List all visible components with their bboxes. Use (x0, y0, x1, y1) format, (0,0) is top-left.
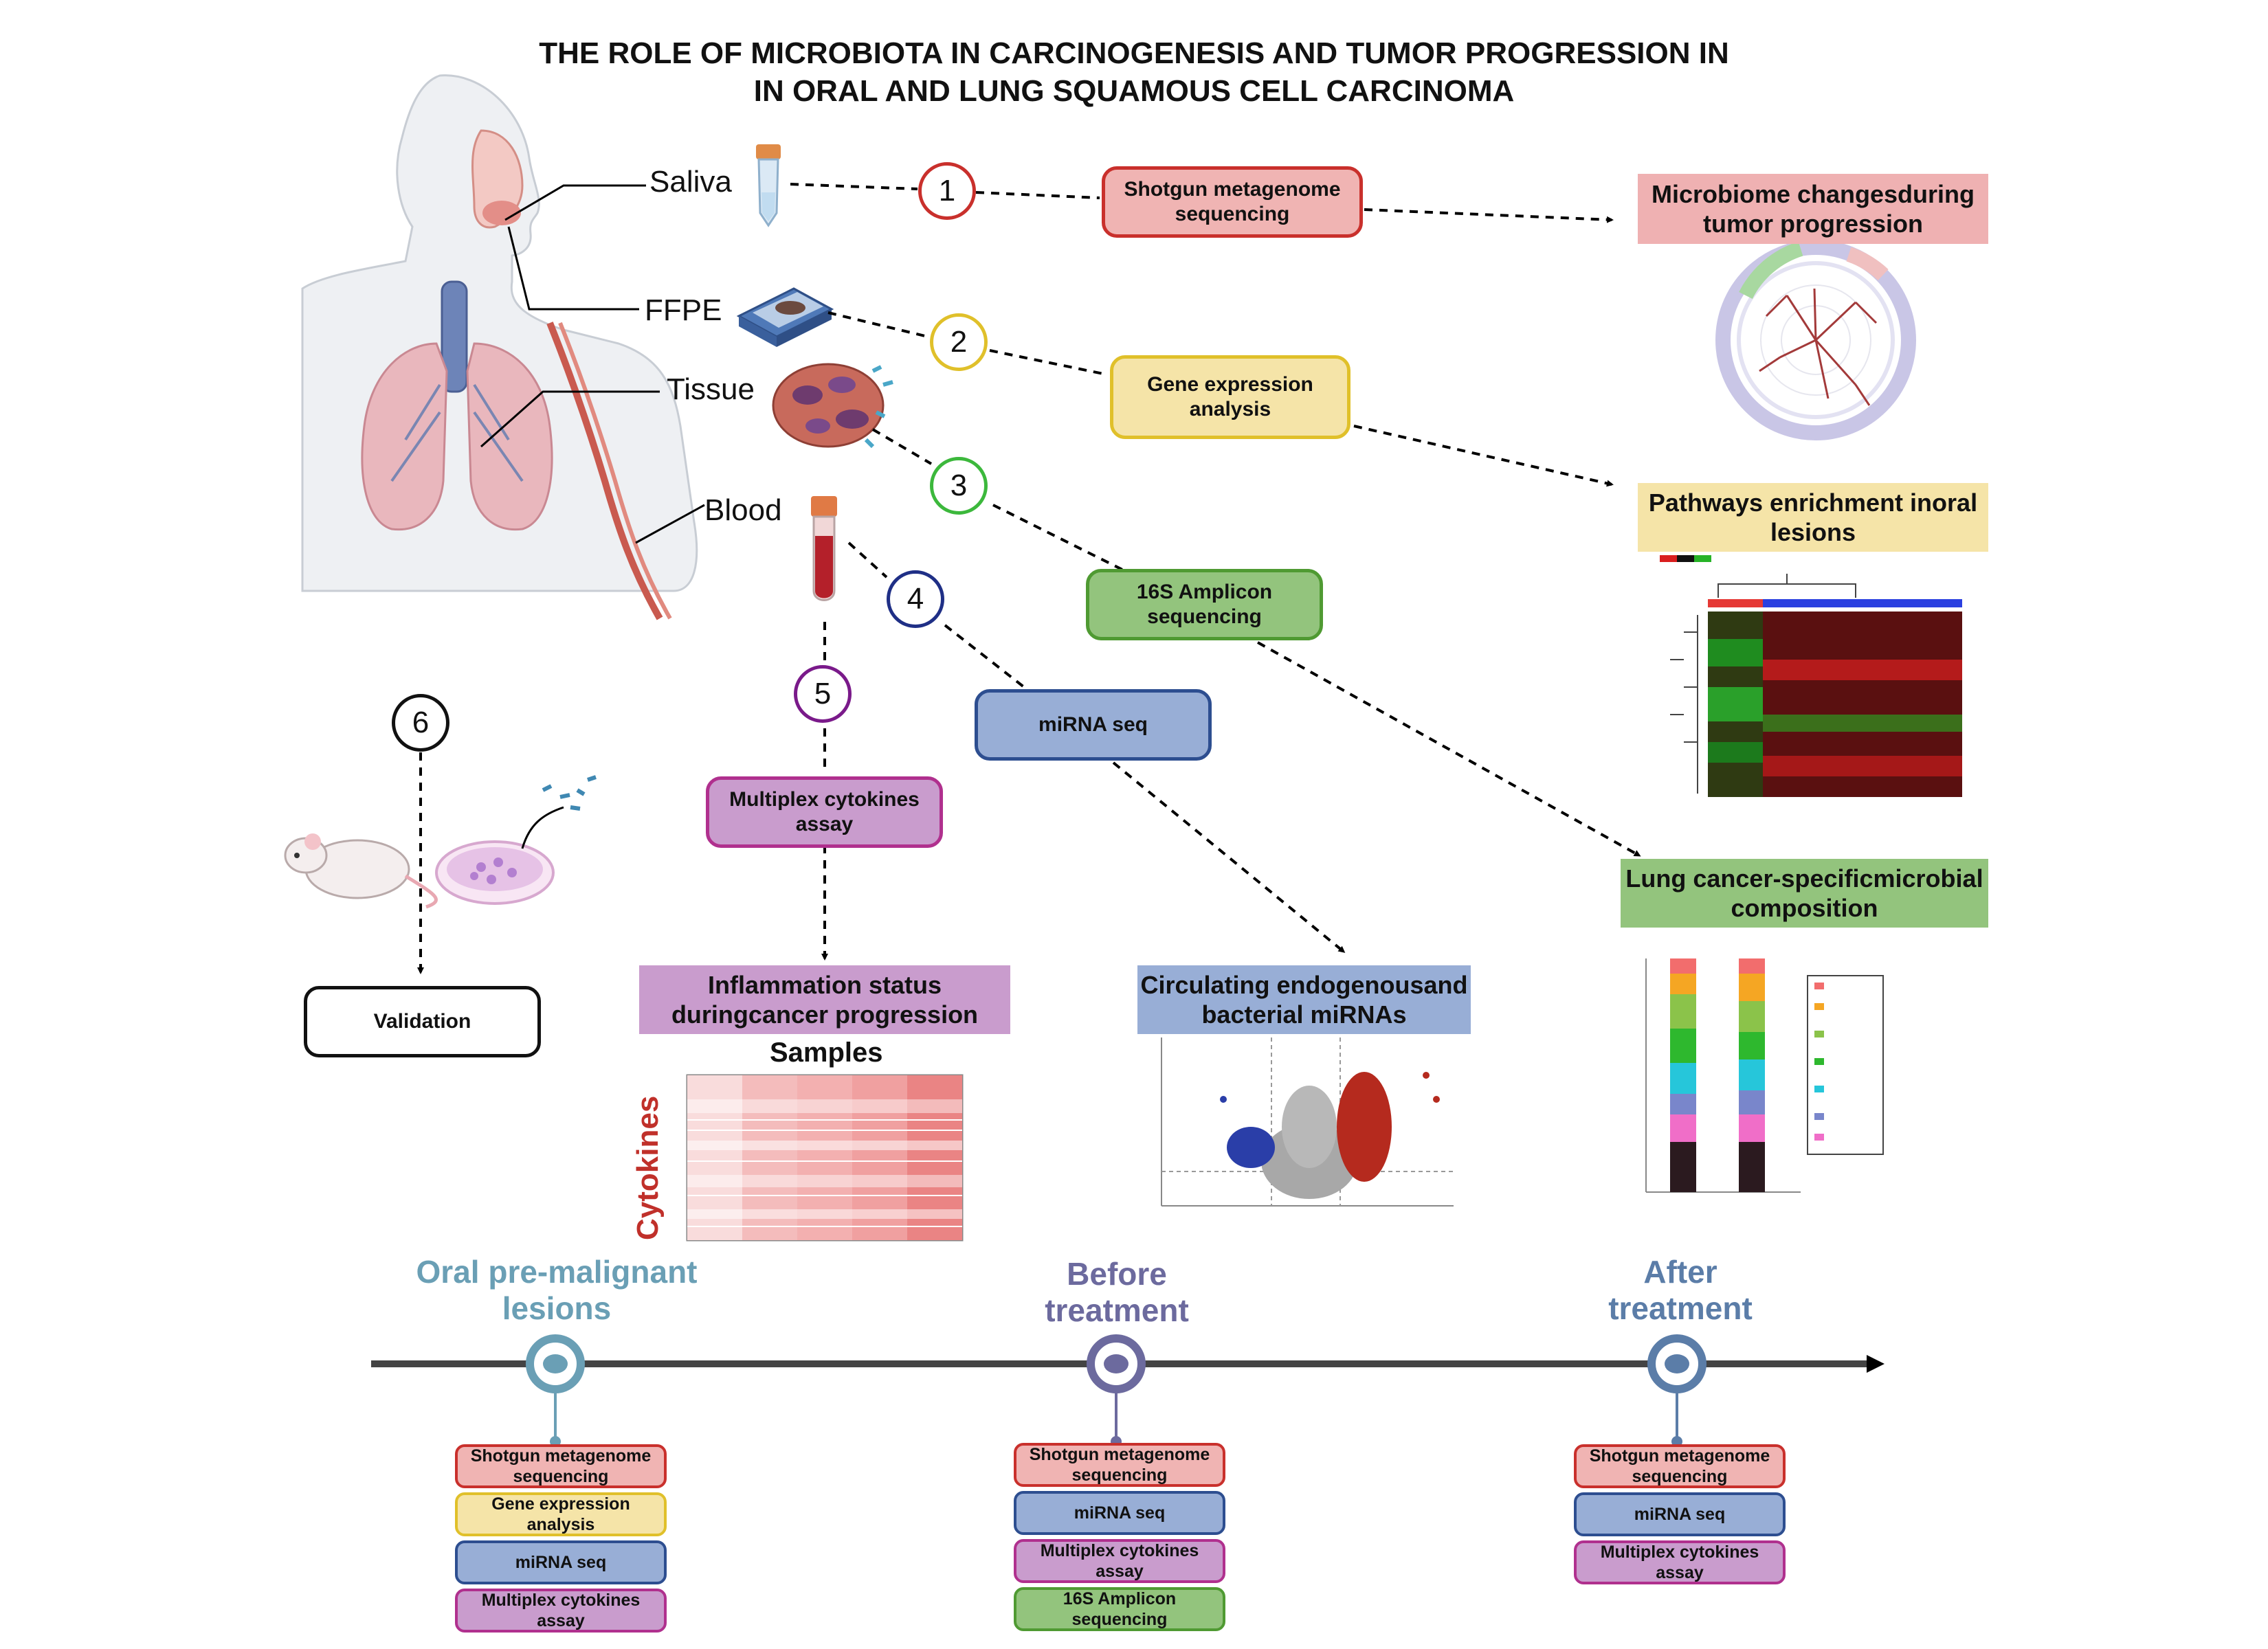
mouse-icon (284, 833, 438, 909)
title-line-1: THE ROLE OF MICROBIOTA IN CARCINOGENESIS… (539, 36, 1729, 70)
microbiome-changes-banner: Microbiome changesduring tumor progressi… (1638, 174, 1988, 244)
step-6: 6 (392, 694, 449, 752)
stage2-mirna-box: miRNA seq (1014, 1491, 1225, 1535)
tissue-cells-icon (772, 363, 893, 449)
sample-label-tissue: Tissue (667, 372, 755, 406)
title-line-2: IN ORAL AND LUNG SQUAMOUS CELL CARCINOMA (753, 74, 1515, 108)
stage3-mirna-box: miRNA seq (1574, 1492, 1786, 1536)
circulating-mirnas-banner: Circulating endogenousand bacterial miRN… (1137, 965, 1471, 1034)
saliva-tube-icon (756, 144, 781, 227)
diagram-title: THE ROLE OF MICROBIOTA IN CARCINOGENESIS… (0, 34, 2268, 110)
step-5: 5 (794, 665, 852, 723)
human-body-icon (301, 74, 705, 620)
phylogenetic-tree-icon (1715, 240, 1916, 440)
stage1-mirna-box: miRNA seq (455, 1540, 667, 1584)
sample-label-saliva: Saliva (649, 165, 732, 199)
heatmap-cytokines-label: Cytokines (631, 1095, 665, 1240)
timeline-graphic (371, 1334, 1885, 1447)
sample-label-blood: Blood (704, 493, 782, 527)
step-1: 1 (918, 162, 976, 220)
ffpe-block-icon (736, 287, 834, 347)
petri-dish-icon (435, 775, 597, 905)
pathways-enrichment-banner: Pathways enrichment inoral lesions (1638, 483, 1988, 552)
step-3: 3 (930, 457, 988, 515)
heatmap-samples-label: Samples (770, 1037, 883, 1068)
step-4: 4 (887, 570, 944, 628)
oral-cavity (482, 201, 521, 225)
flow-arrows (417, 183, 1641, 974)
heatmap-icon (1660, 555, 1962, 797)
validation-box: Validation (304, 986, 541, 1057)
mirna-seq-box: miRNA seq (975, 689, 1212, 761)
lung-cancer-specific-banner: Lung cancer-specificmicrobial compositio… (1621, 859, 1988, 928)
step-2: 2 (930, 313, 988, 371)
inflammation-status-banner: Inflammation status duringcancer progres… (639, 965, 1010, 1034)
volcano-plot-icon (1161, 1037, 1454, 1207)
stacked-bar-icon (1645, 958, 1884, 1193)
sample-label-ffpe: FFPE (645, 293, 722, 327)
blood-tube-icon (811, 496, 837, 601)
cytokine-heatmap-icon (686, 1074, 964, 1242)
